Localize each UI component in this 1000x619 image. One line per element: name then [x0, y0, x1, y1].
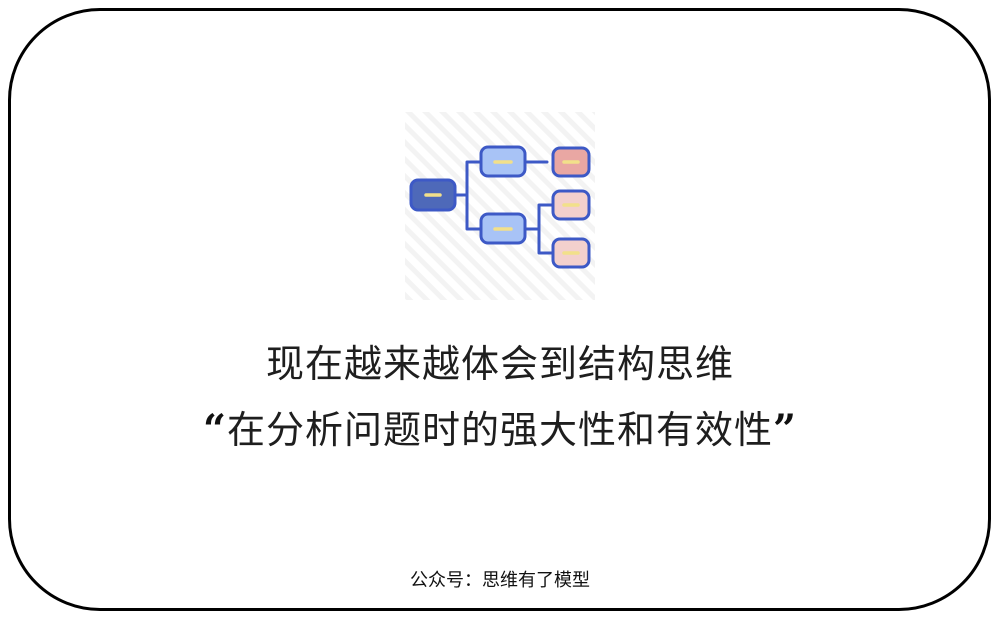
leaf-node-bottom [551, 237, 591, 269]
footer-account-credit: 公众号：思维有了模型 [410, 570, 590, 591]
connector-lines [453, 160, 554, 255]
branch-node-bottom [479, 212, 527, 245]
root-node [409, 178, 457, 212]
leaf-node-middle [551, 189, 591, 221]
branch-node-top [479, 145, 527, 178]
headline-line-2-text: 在分析问题时的强大性和有效性 [226, 408, 773, 452]
mind-map-tree-icon [405, 112, 595, 300]
headline-line-1: 现在越来越体会到结构思维 [265, 342, 734, 386]
rounded-card-frame [8, 8, 991, 611]
close-quote-mark: ” [773, 406, 798, 453]
open-quote-mark: “ [202, 406, 227, 453]
leaf-node-top [551, 146, 591, 178]
headline-line-2: “在分析问题时的强大性和有效性” [0, 402, 1000, 458]
